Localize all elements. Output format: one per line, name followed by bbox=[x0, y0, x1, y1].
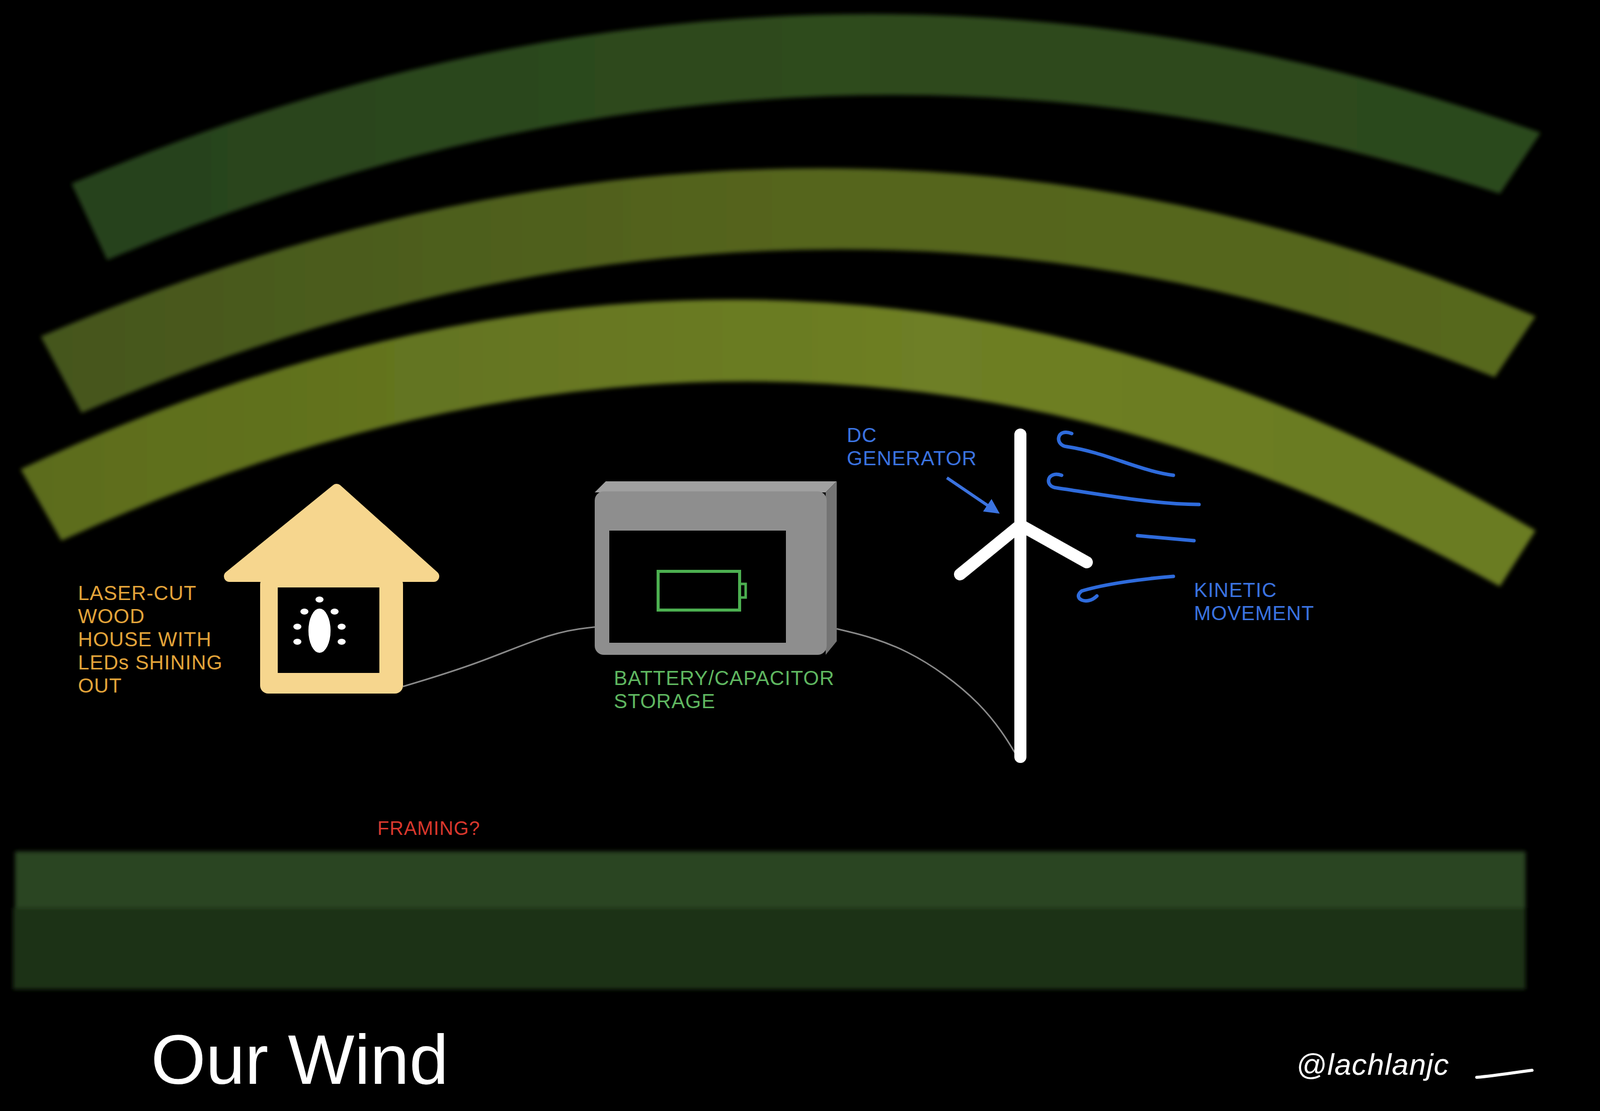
node-shape bbox=[219, 475, 447, 698]
wind-lines bbox=[1048, 432, 1199, 602]
signature: @lachlanjc bbox=[1296, 1047, 1478, 1083]
ground-band bbox=[13, 908, 1526, 990]
house-label: LASER-CUT WOOD HOUSE WITH LEDs SHINING O… bbox=[77, 581, 224, 698]
node-shape bbox=[594, 481, 837, 656]
turbine: DC GENERATOR bbox=[944, 427, 1096, 763]
ground-band bbox=[15, 851, 1526, 909]
node-shape bbox=[944, 427, 1096, 763]
title: Our Wind bbox=[150, 1021, 449, 1099]
house-box: LASER-CUT WOOD HOUSE WITH LEDs SHINING O… bbox=[260, 576, 404, 694]
generator-label: DC GENERATOR bbox=[846, 423, 978, 470]
battery-box: BATTERY/CAPACITOR STORAGE bbox=[594, 481, 837, 656]
wire bbox=[403, 627, 595, 687]
wire bbox=[836, 628, 1021, 763]
note-label: FRAMING? bbox=[377, 818, 529, 841]
signature-stroke bbox=[1476, 1070, 1533, 1078]
storage-label: BATTERY/CAPACITOR STORAGE bbox=[613, 666, 851, 713]
leader-arrow bbox=[946, 477, 998, 513]
wind-label: KINETIC MOVEMENT bbox=[1193, 578, 1325, 625]
